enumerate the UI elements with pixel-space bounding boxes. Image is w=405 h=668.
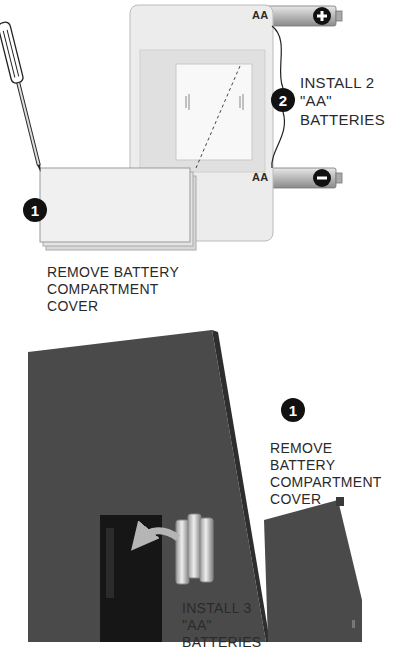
instruction-text: INSTALL 2 "AA" BATTERIES [300,74,400,129]
battery-cover [40,168,196,250]
callout-number: 2 [271,88,295,112]
battery-cover [264,497,362,642]
batteries [176,514,213,584]
instruction-text: INSTALL 3 "AA" BATTERIES [182,600,278,651]
contacts [186,94,243,110]
leader-line [272,26,283,88]
callout-number: 1 [289,402,297,419]
instruction-text: REMOVE BATTERY COMPARTMENT COVER [270,440,395,508]
callout-number: 2 [279,92,287,109]
callout-number: 1 [281,398,305,422]
callout-number: 1 [31,202,39,219]
battery-label: AA [252,9,282,22]
screwdriver [0,21,46,173]
guide-line [196,66,240,168]
battery-label: AA [252,171,282,184]
contact [106,528,114,598]
callout-number: 1 [23,198,47,222]
leader-line [272,112,285,168]
frame-edge [212,330,270,642]
instruction-text: REMOVE BATTERY COMPARTMENT COVER [47,264,192,315]
recess [140,50,265,172]
picture-frame [28,330,266,642]
battery-compartment [176,64,252,160]
insert-arrow [140,531,178,540]
